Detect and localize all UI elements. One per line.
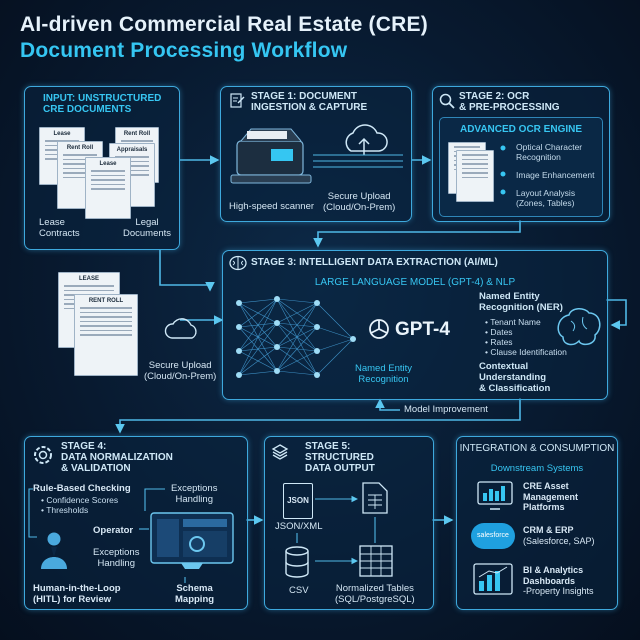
json-xml-label: JSON/XML (275, 521, 323, 532)
dashboard-monitor-icon (477, 481, 513, 510)
hitl-label: Human-in-the-Loop(HITL) for Review (33, 583, 121, 605)
stage1-header: STAGE 1: DOCUMENT INGESTION & CAPTURE (251, 91, 368, 113)
json-file-icon: JSON (283, 483, 313, 519)
stage2-header: STAGE 2: OCR & PRE-PROCESSING (459, 91, 560, 113)
rule-checking-title: Rule-Based Checking (33, 483, 131, 494)
upload-lines-icon (313, 154, 403, 168)
ner-item: • Clause Identification (485, 347, 567, 357)
ocr-engine-title: ADVANCED OCR ENGINE (459, 124, 583, 135)
csv-label: CSV (289, 585, 309, 596)
normalized-tables-label: Normalized Tables(SQL/PostgreSQL) (335, 583, 415, 605)
salesforce-logo: salesforce (471, 523, 515, 549)
stage4-header: STAGE 4:DATA NORMALIZATION& VALIDATION (61, 441, 173, 474)
search-icon (439, 93, 455, 109)
scanner-icon (230, 128, 312, 184)
openai-logo-icon (369, 319, 389, 339)
rule-item: • Thresholds (41, 505, 89, 515)
table-icon (359, 545, 393, 577)
cloud-icon (164, 318, 197, 339)
ner-items: • Tenant Name • Dates • Rates • Clause I… (485, 317, 567, 357)
analytics-chart-icon (473, 563, 513, 595)
side-doc-rent-roll: RENT ROLL (74, 294, 138, 376)
stage4-box: STAGE 4:DATA NORMALIZATION& VALIDATION R… (24, 436, 248, 610)
doc-title: Lease (53, 131, 71, 137)
gpt4-label: GPT-4 (395, 319, 450, 340)
input-header: INPUT: UNSTRUCTURED CRE DOCUMENTS (43, 93, 161, 115)
ocr-bullets (500, 145, 506, 195)
ocr-item-layout: Layout Analysis(Zones, Tables) (516, 188, 576, 208)
brain-graphic-icon (557, 308, 601, 346)
operator-label: Operator (93, 525, 134, 536)
rule-items: • Confidence Scores • Thresholds (41, 495, 118, 515)
neural-network-icon (236, 296, 356, 378)
title-line2: Document Processing Workflow (20, 39, 348, 62)
stage4-connectors (28, 488, 186, 583)
stage3-header: STAGE 3: INTELLIGENT DATA EXTRACTION (AI… (251, 257, 498, 268)
ocr-doc-icon-2 (456, 150, 494, 202)
input-box: INPUT: UNSTRUCTURED CRE DOCUMENTS Lease … (24, 86, 180, 250)
title-line1: AI-driven Commercial Real Estate (CRE) (20, 13, 428, 36)
brain-icon (229, 255, 247, 271)
database-icon (285, 546, 309, 578)
secure-upload-label: Secure Upload(Cloud/On-Prem) (323, 191, 396, 213)
llm-title: LARGE LANGUAGE MODEL (GPT-4) & NLP (314, 277, 516, 288)
doc-title: Rent Roll (123, 131, 151, 137)
doc-lease-2: Lease (85, 157, 131, 219)
stage5-connectors (296, 495, 376, 565)
doc-title: Rent Roll (66, 145, 94, 151)
monitor-icon (150, 512, 234, 569)
page-title: AI-driven Commercial Real Estate (CRE) D… (20, 12, 428, 64)
side-upload-label: Secure Upload(Cloud/On-Prem) (144, 360, 217, 382)
scanner-label: High-speed scanner (229, 201, 315, 212)
operator-person-icon (41, 532, 67, 569)
document-edit-icon (230, 93, 245, 108)
gear-icon (34, 446, 52, 464)
stack-icon (271, 444, 289, 460)
rule-item: • Confidence Scores (41, 495, 119, 505)
downstream-title: Downstream Systems (490, 463, 584, 474)
stage1-box: STAGE 1: DOCUMENT INGESTION & CAPTURE Hi… (220, 86, 412, 222)
cloud-upload-icon (345, 124, 388, 155)
input-header-line1: INPUT: UNSTRUCTURED (43, 93, 162, 104)
model-improvement-label: Model Improvement (404, 404, 488, 415)
ner-item: • Rates (485, 337, 513, 347)
input-header-line2: CRE DOCUMENTS (43, 104, 132, 115)
stage3-box: STAGE 3: INTELLIGENT DATA EXTRACTION (AI… (222, 250, 608, 400)
stage2-box: STAGE 2: OCR & PRE-PROCESSING ADVANCED O… (432, 86, 610, 222)
ocr-item-image: Image Enhancement (516, 170, 595, 180)
ner-item: • Dates (485, 327, 513, 337)
ner-item: • Tenant Name (485, 317, 541, 327)
crm-erp-label: CRM & ERP(Salesforce, SAP) (523, 525, 595, 546)
doc-title: Appraisals (116, 147, 148, 153)
doc-title: Lease (99, 161, 117, 167)
integration-box: INTEGRATION & CONSUMPTION Downstream Sys… (456, 436, 618, 610)
integration-header: INTEGRATION & CONSUMPTION (459, 443, 615, 454)
spreadsheet-file-icon (362, 482, 388, 514)
